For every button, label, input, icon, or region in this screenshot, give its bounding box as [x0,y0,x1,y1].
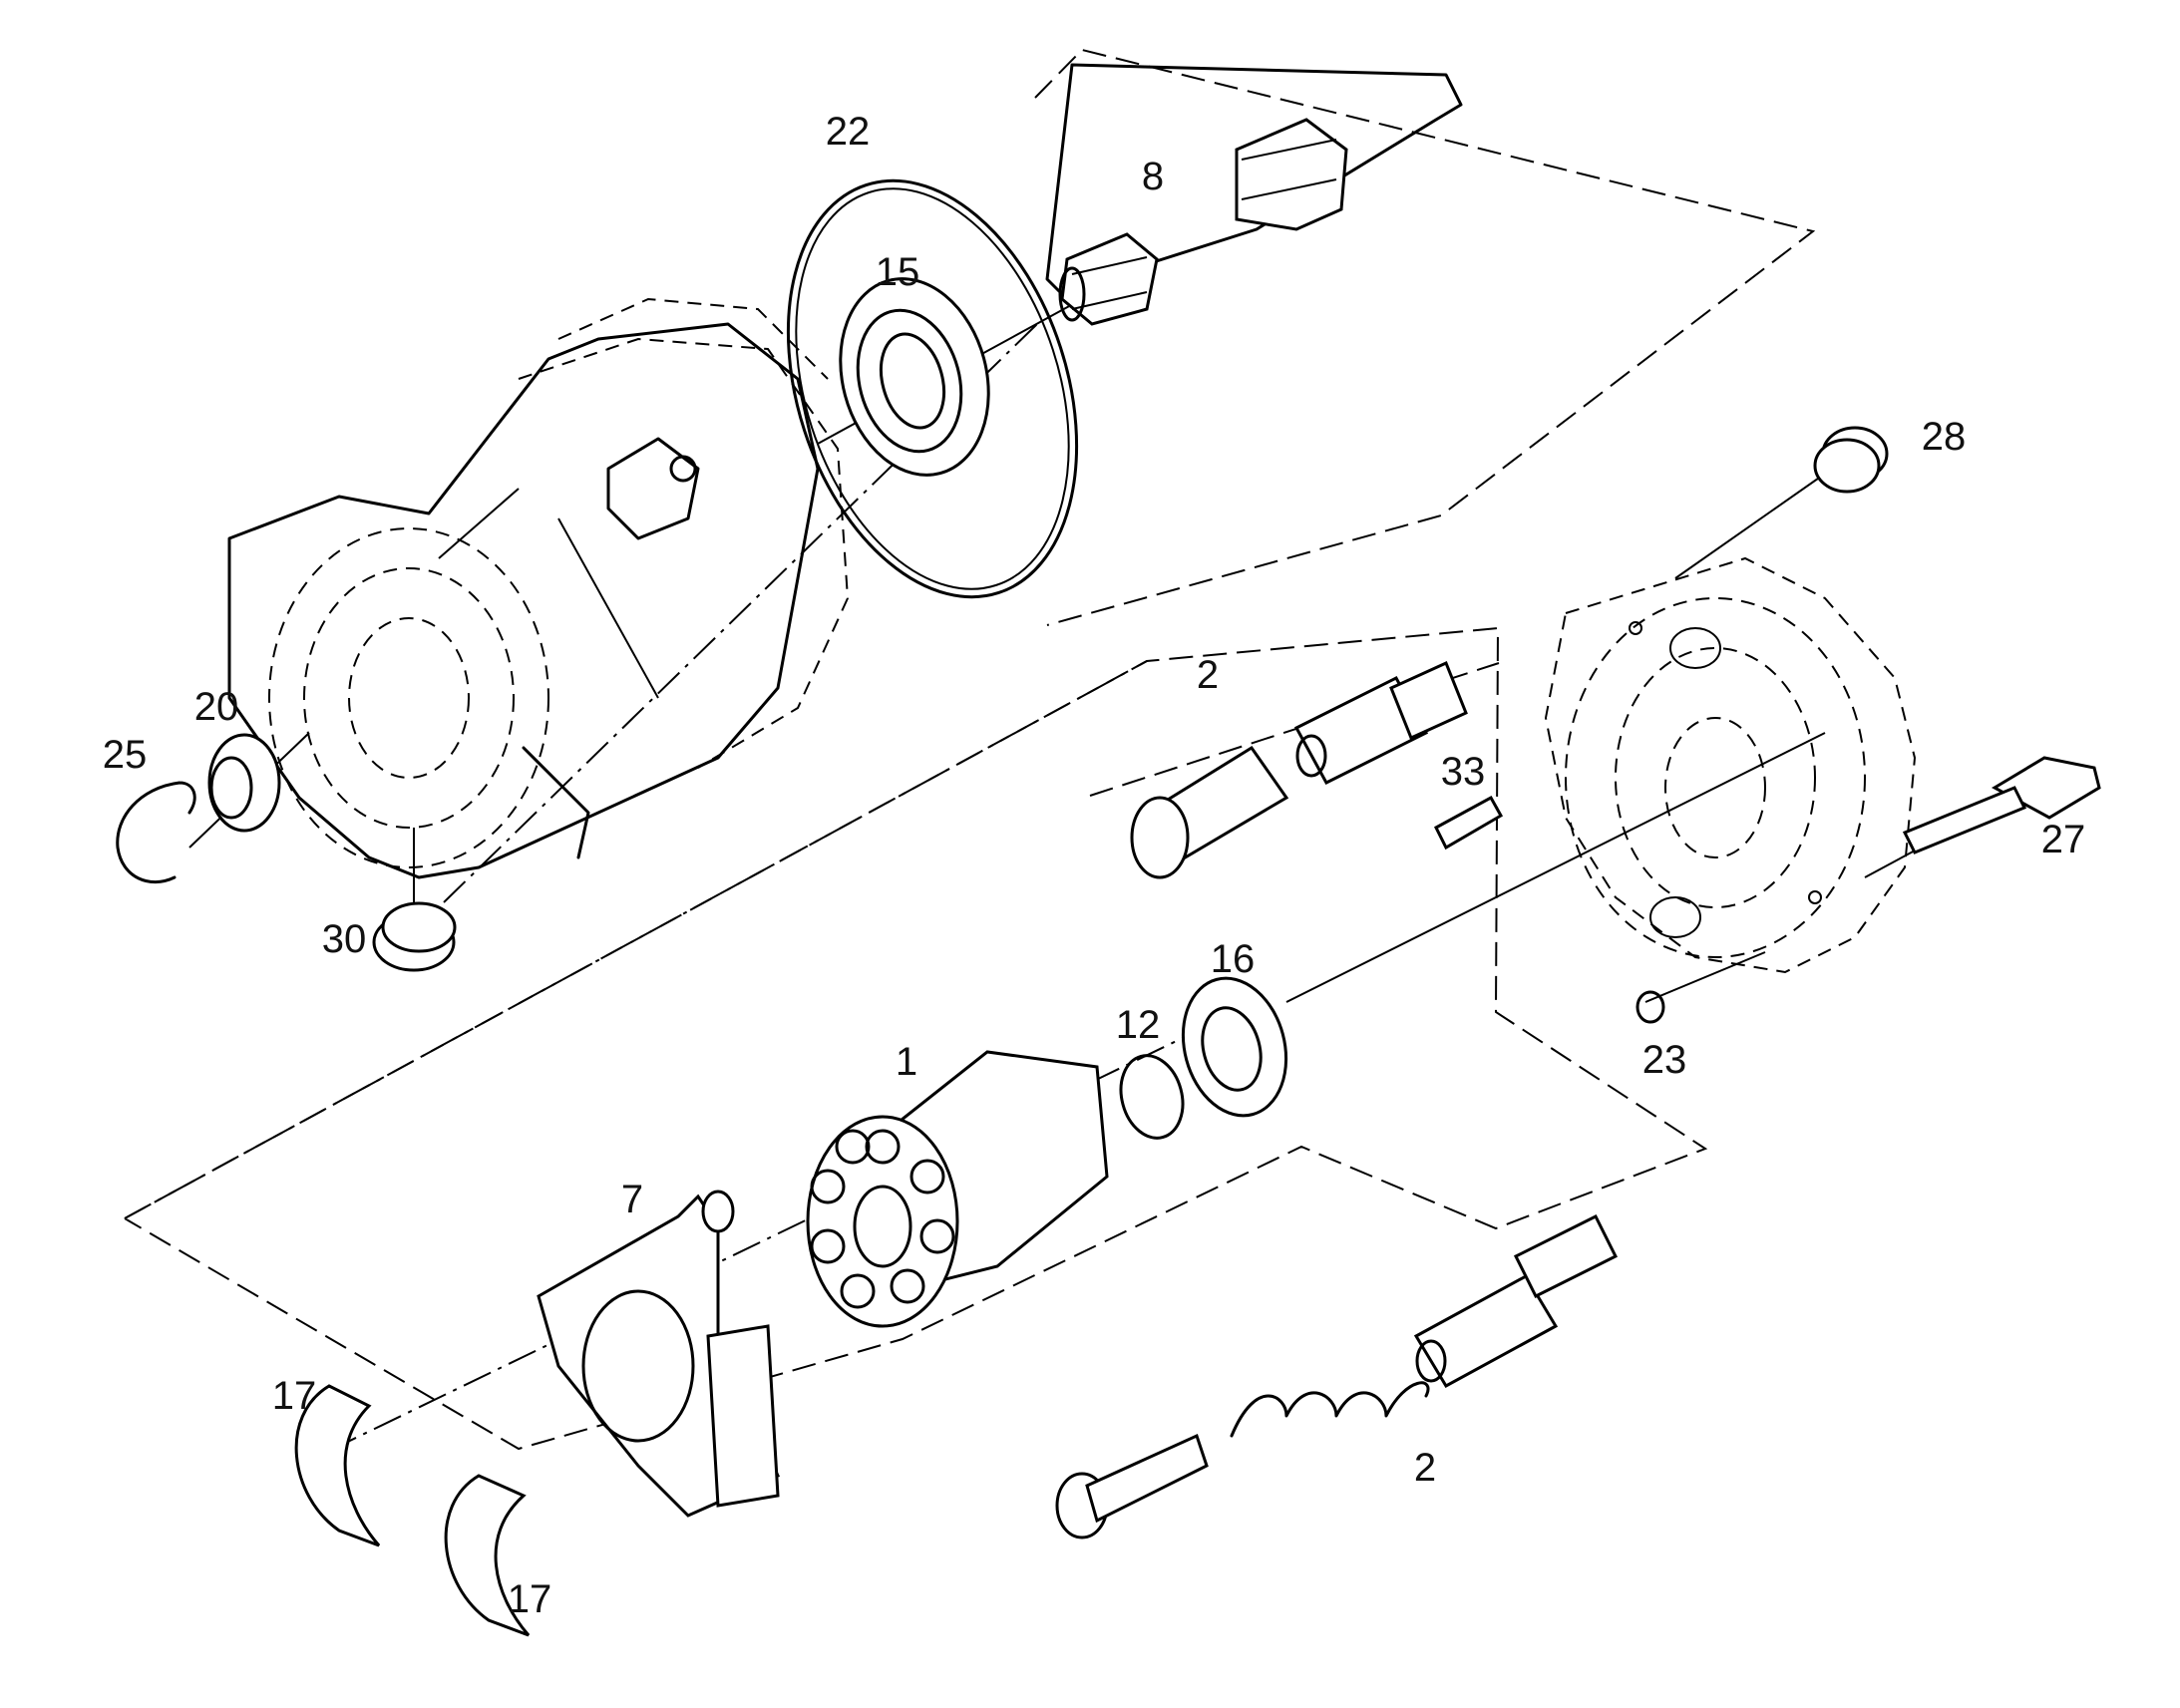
o-ring-23 [1635,990,1665,1024]
pump-housing [227,297,850,879]
label-part-12: 12 [1116,1003,1161,1047]
swash-plate-7 [537,1190,780,1518]
spool-2-upper [1130,660,1468,879]
label-part-8: 8 [1142,155,1164,198]
label-part-27: 27 [2041,818,2086,861]
label-part-25: 25 [103,733,148,777]
label-part-22: 22 [826,110,871,154]
shaft-axis [443,323,1038,903]
spool-2-lower [1055,1213,1619,1539]
bearing-shell-17a [294,1384,381,1547]
label-part-15: 15 [876,250,920,294]
label-part-28: 28 [1922,415,1967,459]
axis-16-right [1285,732,1826,1003]
bearing-15 [839,277,990,477]
pin-33 [1434,795,1504,851]
label-part-2-upper: 2 [1197,653,1219,697]
plug-30 [372,901,457,972]
label-part-2-lower: 2 [1414,1446,1436,1490]
drive-shaft-8 [1045,63,1463,326]
part-labels: 22 8 15 28 2 33 27 25 20 30 16 12 1 23 7… [103,110,2086,1621]
plug-28 [1813,426,1889,494]
ring-12 [1119,1054,1185,1140]
axis-28 [1674,473,1826,579]
seal-ring-20 [207,733,281,833]
label-part-20: 20 [194,685,239,729]
bearing-shell-17b [444,1474,531,1637]
axis-23 [1644,951,1766,1003]
label-part-16: 16 [1211,937,1256,981]
bearing-16 [1181,976,1288,1118]
main-axis-lower [328,1006,1248,1452]
end-cover [1544,556,1917,974]
main-axis-upper [124,660,1148,1219]
label-part-17-lower: 17 [508,1577,552,1621]
screw-27 [1902,756,2101,854]
label-part-30: 30 [322,917,367,961]
circlip-25 [116,781,196,883]
o-ring-22 [786,178,1079,599]
label-part-33: 33 [1441,750,1486,794]
label-part-17-left: 17 [272,1374,317,1418]
upper-shaft-dashed-frame [1034,48,1816,626]
label-part-7: 7 [621,1178,643,1221]
cylinder-block-1 [806,1050,1109,1328]
reference-lines [124,48,1996,1452]
label-part-1: 1 [896,1040,917,1084]
label-part-23: 23 [1642,1038,1687,1082]
